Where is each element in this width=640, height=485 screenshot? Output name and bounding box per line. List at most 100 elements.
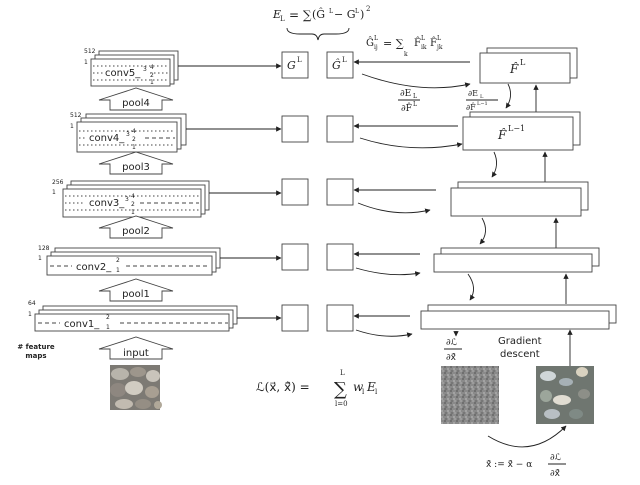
conv1-sub: 1 [106, 324, 110, 331]
pool4-label: pool4 [122, 98, 150, 109]
gram-G-conv3-box [281, 178, 309, 206]
svg-text:= ∑: = ∑ [383, 37, 404, 50]
input-arrow: input [98, 336, 174, 360]
conv3-one: 1 [52, 189, 56, 196]
equation-gram: Ĝ L ij = ∑ k F̂ L ik F̂ L jk [366, 35, 443, 58]
pool3-label: pool3 [122, 162, 150, 173]
svg-text:L: L [480, 94, 484, 100]
synthesized-image [536, 366, 594, 424]
pool2-label: pool2 [122, 226, 150, 237]
svg-text:l: l [362, 388, 365, 396]
svg-text:E: E [272, 8, 281, 21]
conv5-sub2: 3 [143, 66, 147, 73]
svg-text:L: L [297, 56, 302, 64]
svg-text:∂E: ∂E [400, 89, 411, 99]
derivative-E-F-prev: ∂E L ∂F̂ L−1 [466, 89, 498, 112]
gram-Ghat-conv2-box [326, 243, 354, 271]
svg-text:F̂: F̂ [414, 37, 421, 49]
svg-text:∂x̂⃗: ∂x̂⃗ [550, 469, 561, 479]
svg-text:(Ĝ: (Ĝ [312, 7, 325, 21]
equation-total-loss: ℒ(x⃗, x̂⃗) = L ∑ l=0 w l E l [256, 369, 378, 408]
svg-text:Ĝ: Ĝ [366, 37, 374, 49]
derivative-L-x: ∂ℒ ∂x̂⃗ [444, 338, 462, 363]
conv5-stack: 512 1 conv5_ 4 3 2 1 [84, 48, 179, 87]
svg-text:L: L [280, 15, 285, 23]
svg-text:l=0: l=0 [335, 400, 348, 408]
conv4-sub: 1 [132, 144, 136, 151]
gram-Ghat-L-label: Ĝ [332, 58, 341, 72]
conv4-sub2: 3 [126, 131, 130, 138]
svg-text:L: L [421, 35, 425, 42]
conv4-stack: 512 1 conv4_ 4 3 2 1 [70, 112, 187, 153]
svg-text:k: k [404, 51, 408, 58]
conv5-one: 1 [84, 59, 88, 66]
conv3-sup: 4 [131, 193, 135, 200]
conv3-sup2: 2 [131, 201, 135, 208]
reconstruction-conv1-stack [420, 304, 617, 330]
gram-G-L-box [281, 51, 309, 79]
svg-text:): ) [360, 8, 364, 21]
svg-text:L: L [413, 93, 417, 100]
conv5-sub: 1 [150, 79, 154, 86]
conv1-one: 1 [28, 311, 32, 318]
gram-G-conv4-box [281, 115, 309, 143]
conv3-sub: 1 [131, 209, 135, 216]
pool2-arrow: pool2 [98, 215, 174, 239]
svg-text:= ∑: = ∑ [289, 8, 312, 22]
conv2-stack: 128 1 conv2_ 2 1 [38, 245, 221, 276]
conv4-map-count: 512 [70, 112, 82, 119]
conv1-label: conv1_ [64, 319, 100, 330]
feature-maps-label-line1: # feature [17, 343, 55, 351]
conv2-sup: 2 [116, 257, 120, 264]
svg-text:L: L [355, 8, 359, 15]
svg-text:ij: ij [374, 44, 378, 51]
F-hat-Lminus1-label: F̂ [497, 127, 507, 142]
conv2-one: 1 [38, 255, 42, 262]
gram-Ghat-L-box [326, 51, 354, 79]
conv3-map-count: 256 [52, 179, 64, 186]
svg-text:l: l [375, 388, 378, 396]
svg-text:L−1: L−1 [477, 101, 488, 107]
equation-style-loss: E L = ∑ (Ĝ L − G L ) 2 [272, 5, 370, 41]
svg-text:2: 2 [366, 5, 370, 13]
gram-Ghat-conv3-box [326, 178, 354, 206]
svg-text:F̂: F̂ [430, 37, 437, 49]
conv1-map-count: 64 [28, 300, 36, 307]
svg-text:∂F̂: ∂F̂ [401, 102, 412, 114]
conv4-sup2: 2 [132, 136, 136, 143]
gram-Ghat-conv4-box [326, 115, 354, 143]
F-hat-L-stack: F̂ L [479, 47, 578, 84]
svg-text:jk: jk [436, 44, 443, 51]
F-hat-Lminus1-stack: F̂ L−1 [462, 111, 581, 151]
F-hat-L-label: F̂ [509, 61, 519, 76]
conv2-sub: 1 [116, 267, 120, 274]
conv2-map-count: 128 [38, 245, 50, 252]
svg-text:∂ℒ: ∂ℒ [550, 453, 562, 463]
pool1-arrow: pool1 [98, 278, 174, 302]
svg-text:ℒ(x⃗, x̂⃗) =: ℒ(x⃗, x̂⃗) = [256, 380, 310, 394]
conv5-sup: 4 [150, 64, 154, 71]
svg-text:L: L [340, 369, 345, 377]
conv4-one: 1 [70, 123, 74, 130]
gradient-label-line1: Gradient [498, 336, 542, 347]
svg-text:∑: ∑ [334, 379, 347, 400]
noise-image [441, 366, 499, 424]
conv5-map-count: 512 [84, 48, 96, 55]
svg-text:L: L [342, 56, 347, 64]
svg-text:x̂⃗ := x̂⃗ − α: x̂⃗ := x̂⃗ − α [486, 460, 532, 470]
reconstruction-conv3-stack [450, 181, 589, 217]
conv3-stack: 256 1 conv3_ 4 3 2 1 [52, 179, 210, 218]
conv5-label: conv5_ [105, 68, 141, 79]
svg-text:L: L [413, 101, 417, 108]
svg-text:∂ℒ: ∂ℒ [446, 338, 458, 348]
svg-text:L−1: L−1 [508, 124, 525, 133]
equation-update: x̂⃗ := x̂⃗ − α ∂ℒ ∂x̂⃗ [486, 453, 566, 479]
input-label: input [123, 348, 149, 359]
gram-G-conv1-box [281, 304, 309, 332]
pool4-arrow: pool4 [98, 87, 174, 111]
svg-text:L: L [437, 35, 441, 42]
svg-text:L: L [329, 8, 333, 15]
conv2-label: conv2_ [76, 262, 112, 273]
conv4-label: conv4_ [89, 133, 125, 144]
